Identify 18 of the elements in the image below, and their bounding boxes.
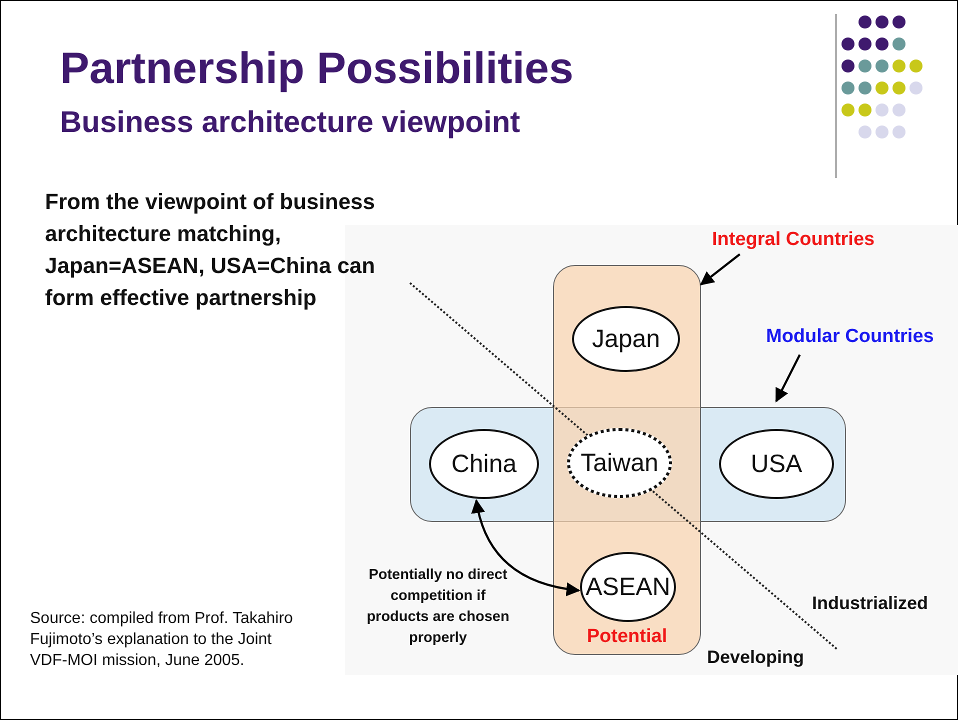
country-ellipse: Japan (572, 306, 680, 372)
source-note: Source: compiled from Prof. Takahiro Fujimoto’s explanation to the Joint VDF-MOI mission, June 2005. (30, 609, 294, 671)
group-label: Modular Countries (766, 326, 954, 350)
arrow (472, 499, 580, 596)
arrow (775, 354, 801, 403)
region-label: Industrialized (812, 593, 928, 614)
group-label: Integral Countries (712, 229, 897, 253)
vertical-band (553, 265, 701, 655)
slide-title: Partnership Possibilities (60, 44, 574, 94)
country-ellipse: China (429, 429, 539, 499)
slide-subtitle: Business architecture viewpoint (60, 106, 520, 140)
country-ellipse: ASEAN (580, 552, 676, 622)
country-ellipse: USA (719, 429, 834, 499)
edge-label: Potentially no direct competition if products are chosen properly (366, 566, 510, 648)
body-text: From the viewpoint of business architecture matching, Japan=ASEAN, USA=China can form effective partnership (45, 188, 376, 312)
arrow (700, 253, 740, 286)
band-label: Potential (586, 626, 668, 648)
region-label: Developing (707, 647, 804, 668)
